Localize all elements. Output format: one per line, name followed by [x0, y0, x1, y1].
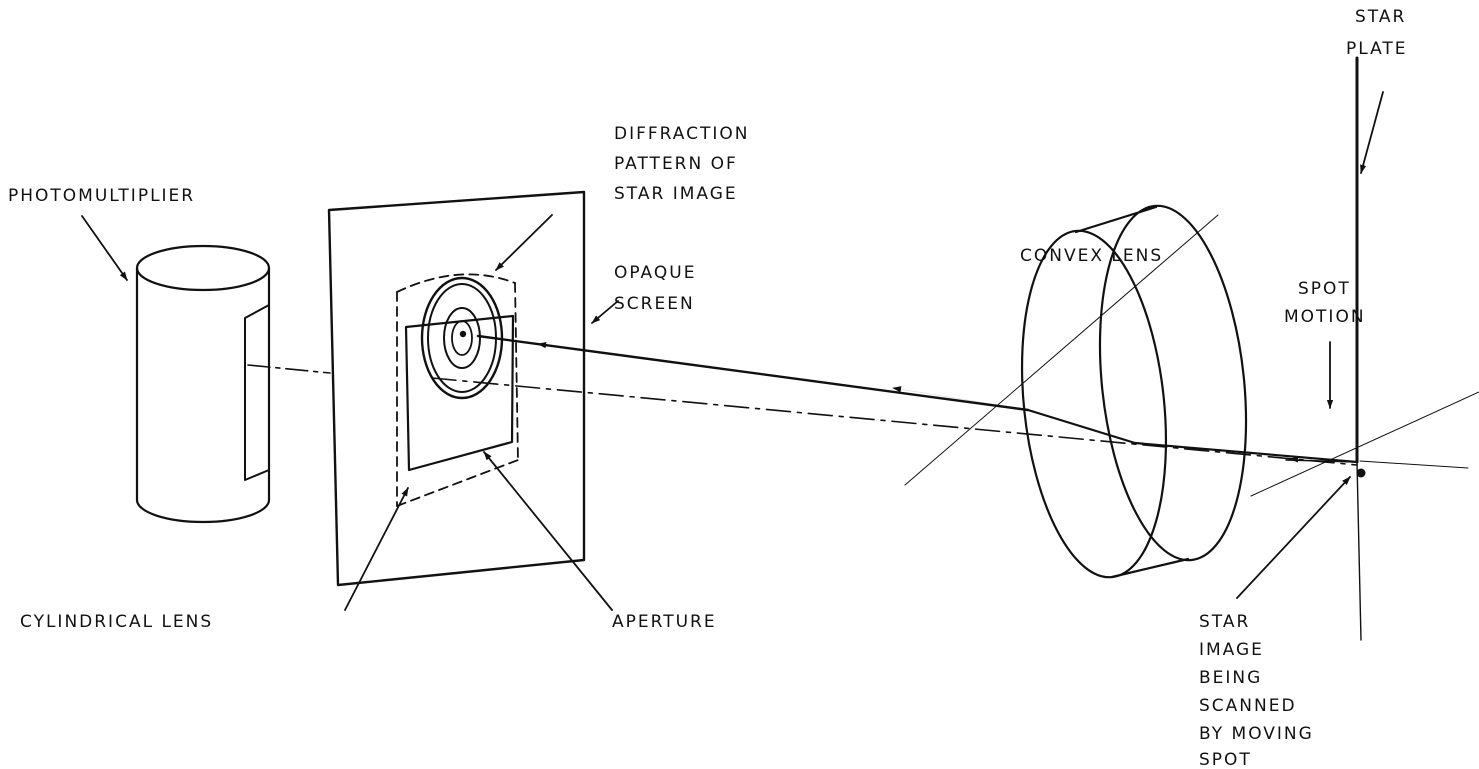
opaque-screen — [327, 190, 586, 587]
svg-text:STAR: STAR — [1355, 7, 1406, 27]
svg-text:SPOT: SPOT — [1298, 279, 1351, 299]
photomultiplier-cylinder — [135, 244, 271, 524]
svg-text:STAR IMAGE: STAR IMAGE — [614, 184, 738, 204]
arrow-star-image — [1236, 476, 1351, 599]
svg-text:DIFFRACTION: DIFFRACTION — [614, 124, 749, 144]
arrow-cylindrical-lens — [344, 487, 409, 611]
star-plate — [1355, 56, 1366, 641]
label-aperture: APERTURE — [612, 612, 717, 632]
label-star-image: STAR IMAGE BEING SCANNED BY MOVING SPOT — [1199, 612, 1314, 769]
perspective-lines — [904, 214, 1479, 497]
svg-text:PATTERN OF: PATTERN OF — [614, 154, 738, 174]
label-opaque-screen: OPAQUE SCREEN — [614, 263, 696, 314]
svg-text:SCREEN: SCREEN — [614, 294, 695, 314]
convex-lens — [1020, 204, 1248, 579]
svg-text:STAR: STAR — [1199, 612, 1250, 632]
optical-axis — [247, 364, 1358, 466]
label-diffraction: DIFFRACTION PATTERN OF STAR IMAGE — [614, 124, 749, 204]
svg-text:SCANNED: SCANNED — [1199, 696, 1297, 716]
arrow-star-plate — [1360, 91, 1384, 174]
label-spot-motion: SPOT MOTION — [1284, 279, 1366, 327]
pointer-arrows — [81, 91, 1384, 611]
scan-ray — [476, 334, 1359, 464]
arrow-photomultiplier — [81, 215, 128, 281]
svg-text:BEING: BEING — [1199, 668, 1262, 688]
label-star-plate: STAR PLATE — [1346, 7, 1408, 59]
svg-text:MOTION: MOTION — [1284, 307, 1366, 327]
svg-text:OPAQUE: OPAQUE — [614, 263, 696, 283]
svg-text:PLATE: PLATE — [1346, 39, 1408, 59]
arrow-diffraction — [495, 214, 553, 271]
star-image-dot — [1356, 468, 1366, 478]
arrow-aperture — [483, 451, 613, 611]
arrow-opaque-screen — [591, 300, 619, 324]
label-cylindrical-lens: CYLINDRICAL LENS — [20, 612, 213, 632]
label-convex-lens: CONVEX LENS — [1020, 246, 1163, 266]
svg-text:BY MOVING: BY MOVING — [1199, 724, 1314, 744]
diffraction-center-dot — [459, 330, 467, 338]
svg-text:SPOT: SPOT — [1199, 750, 1252, 769]
svg-text:IMAGE: IMAGE — [1199, 640, 1264, 660]
label-photomultiplier: PHOTOMULTIPLIER — [8, 186, 195, 206]
